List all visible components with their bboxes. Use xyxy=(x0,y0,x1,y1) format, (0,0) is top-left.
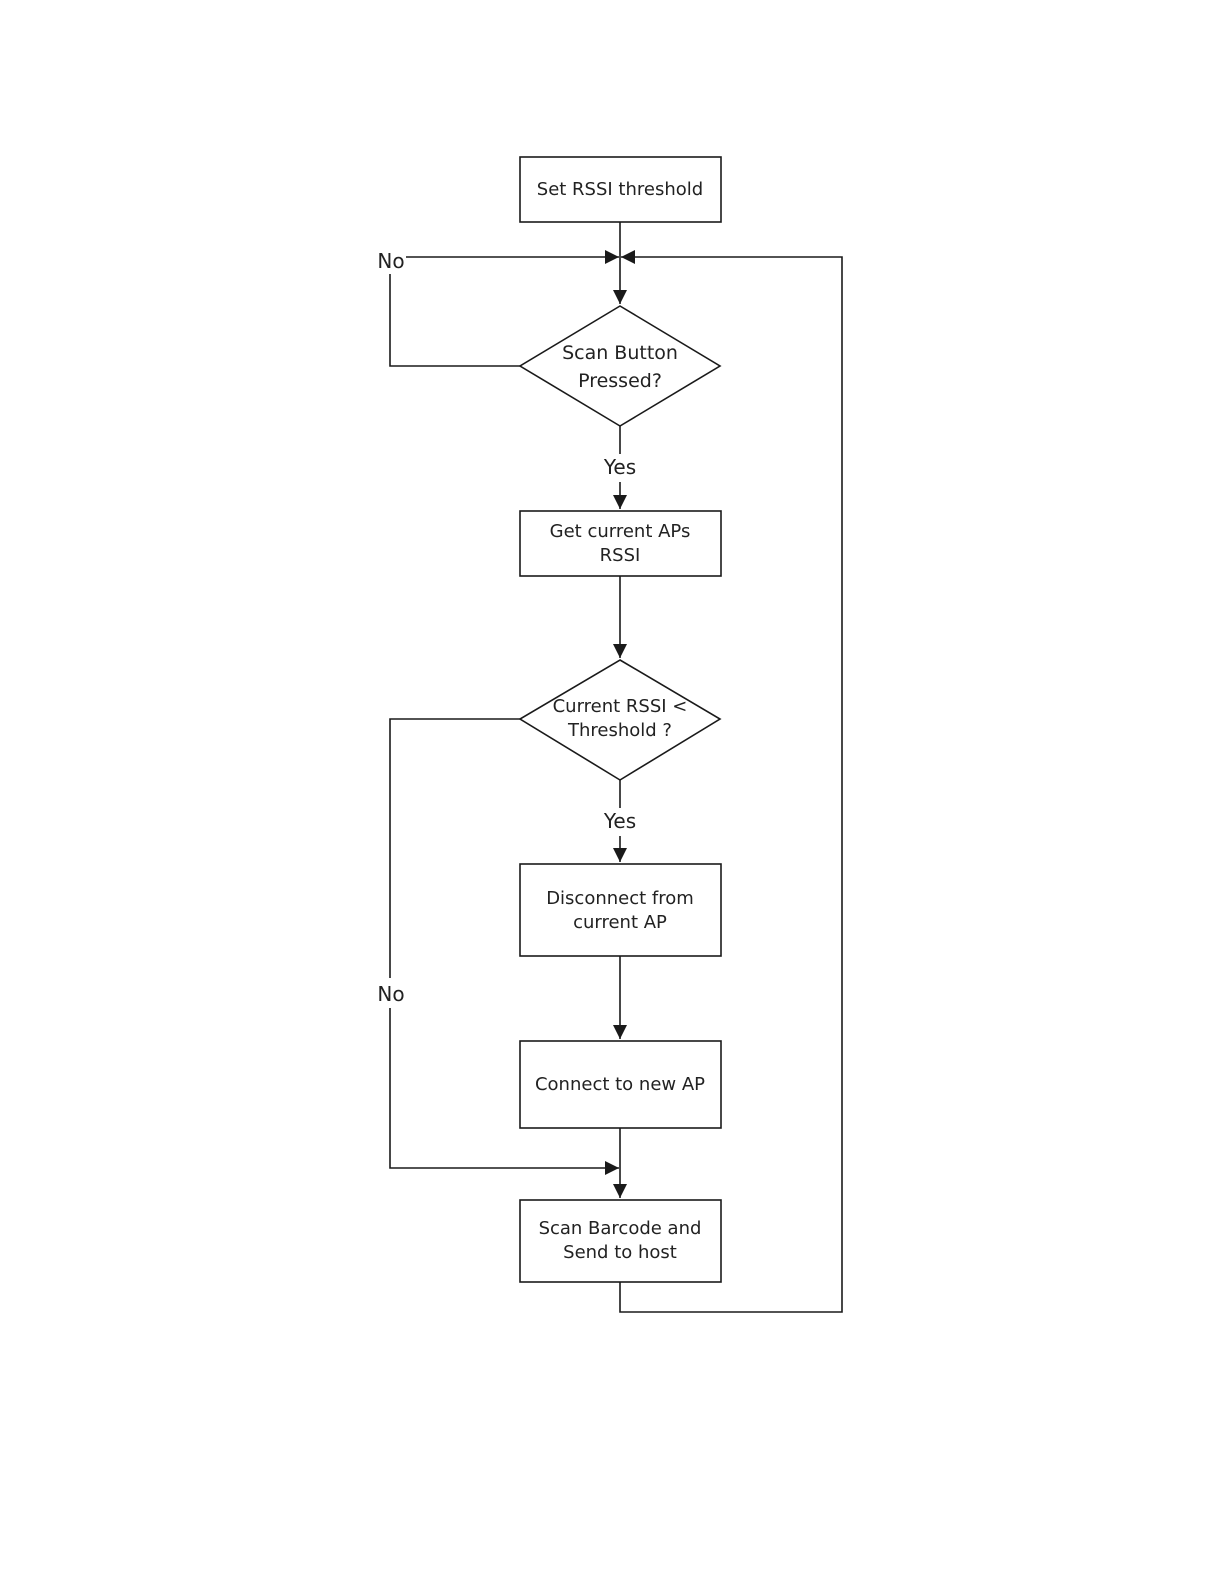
svg-text:Disconnect from: Disconnect from xyxy=(546,888,694,909)
svg-text:Pressed?: Pressed? xyxy=(578,370,662,392)
svg-text:RSSI: RSSI xyxy=(600,545,641,566)
node-label-line: Disconnect from xyxy=(546,888,694,909)
node-label-line: Pressed? xyxy=(578,370,662,392)
edge-label-scan-no: No xyxy=(377,249,404,273)
edge-label-scan-yes: Yes xyxy=(603,455,636,479)
svg-text:Current RSSI <: Current RSSI < xyxy=(553,696,688,717)
svg-text:Scan Button: Scan Button xyxy=(562,342,678,364)
node-label-line: Scan Button xyxy=(562,342,678,364)
node-label-line: Connect to new AP xyxy=(535,1074,705,1095)
node-label-line: Threshold ? xyxy=(567,720,672,741)
svg-text:Scan Barcode and: Scan Barcode and xyxy=(539,1218,702,1239)
node-scan-barcode-send-to-host: Scan Barcode and Send to host xyxy=(520,1200,721,1282)
node-get-current-aps-rssi: Get current APs RSSI xyxy=(520,511,721,576)
node-label-line: Send to host xyxy=(563,1242,677,1263)
node-label-line: Set RSSI threshold xyxy=(537,179,703,200)
svg-text:Set RSSI threshold: Set RSSI threshold xyxy=(537,179,703,200)
decision-current-rssi-below-threshold: Current RSSI < Threshold ? xyxy=(520,660,720,780)
edge-scan-send-loop-back xyxy=(620,257,842,1312)
edge-label-rssi-yes: Yes xyxy=(603,809,636,833)
svg-text:Get current APs: Get current APs xyxy=(550,521,691,542)
edge-label-rssi-no: No xyxy=(377,982,404,1006)
node-label-line: Current RSSI < xyxy=(553,696,688,717)
node-connect-to-new-ap: Connect to new AP xyxy=(520,1041,721,1128)
edge-scan-no-loop xyxy=(390,274,520,366)
node-disconnect-from-current-ap: Disconnect from current AP xyxy=(520,864,721,956)
svg-text:Send to host: Send to host xyxy=(563,1242,677,1263)
node-label-line: current AP xyxy=(573,912,667,933)
svg-text:Connect to new AP: Connect to new AP xyxy=(535,1074,705,1095)
decision-scan-button-pressed: Scan Button Pressed? xyxy=(520,306,720,426)
node-label-line: Get current APs xyxy=(550,521,691,542)
edge-rssi-no-bypass-upper xyxy=(390,719,520,978)
svg-text:Threshold ?: Threshold ? xyxy=(567,720,672,741)
node-label-line: Scan Barcode and xyxy=(539,1218,702,1239)
node-label-line: RSSI xyxy=(600,545,641,566)
svg-text:current AP: current AP xyxy=(573,912,667,933)
node-set-rssi-threshold: Set RSSI threshold xyxy=(520,157,721,222)
